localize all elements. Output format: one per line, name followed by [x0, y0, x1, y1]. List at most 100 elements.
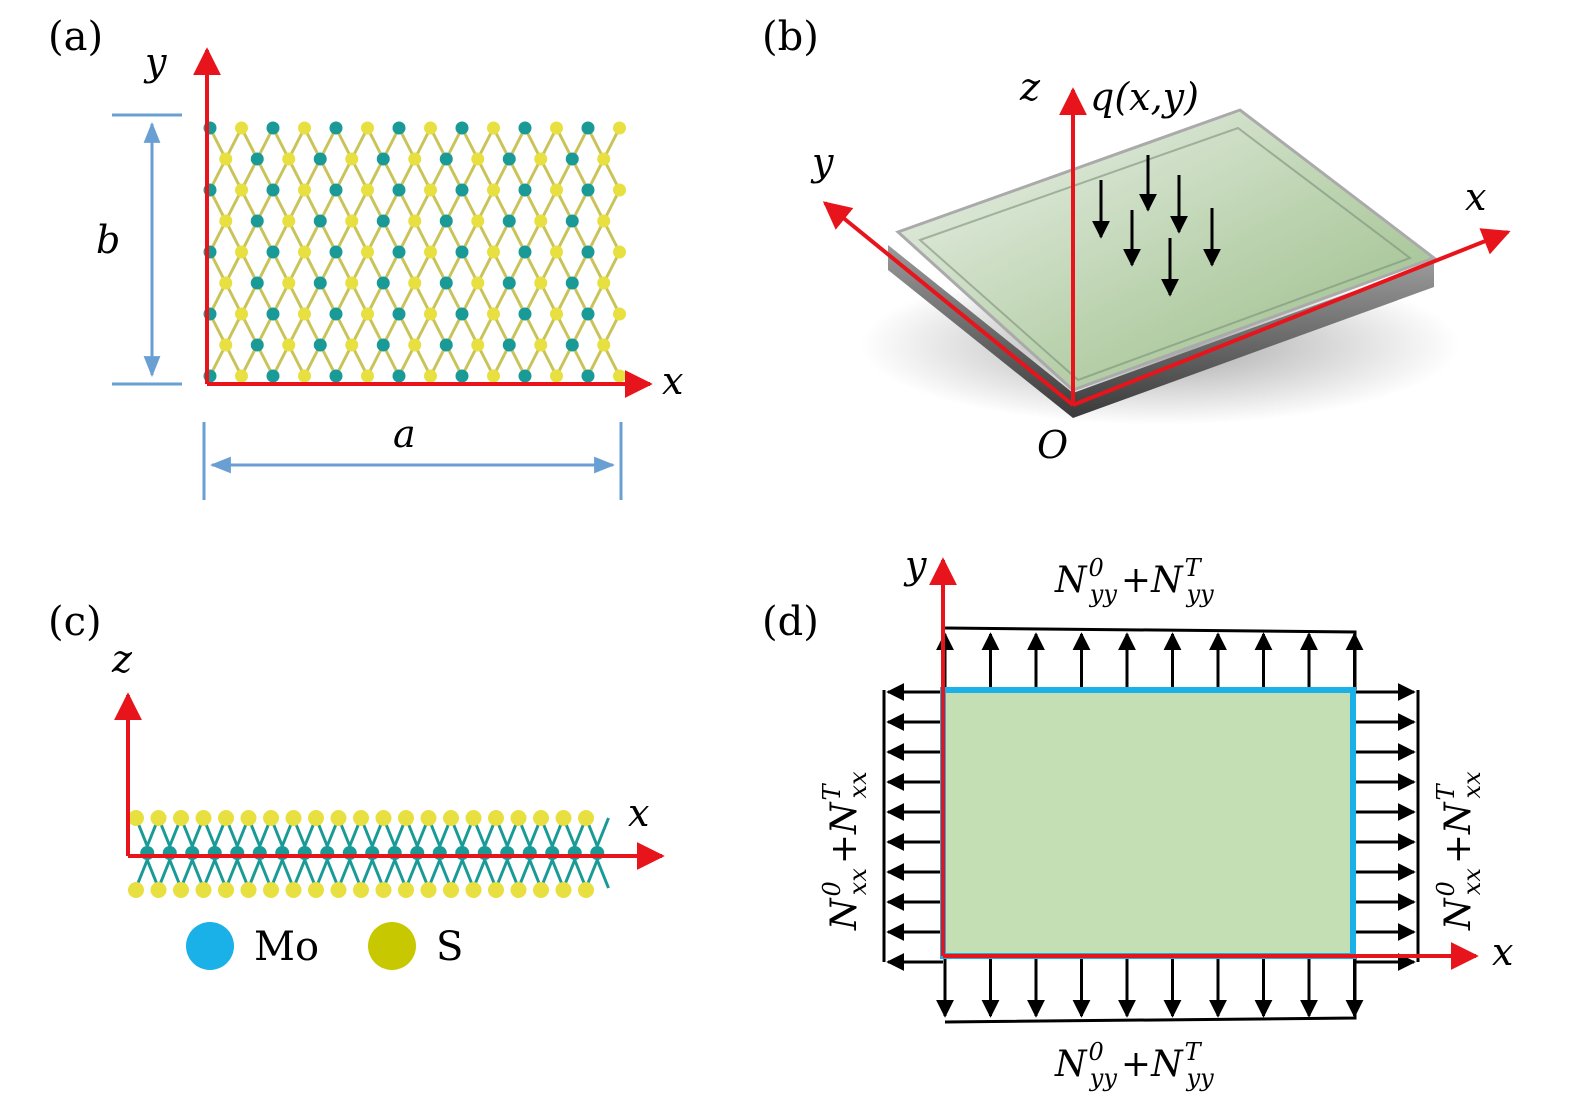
mo-atom: [581, 245, 595, 259]
force-left-label: N0xx+NTxx: [818, 771, 872, 931]
s-atom: [361, 121, 374, 135]
s-atom: [361, 369, 374, 383]
mo-atom: [518, 307, 532, 321]
mo-atom: [250, 152, 264, 166]
lattice-bond: [595, 817, 610, 847]
s-atom: [471, 276, 485, 290]
s-atom: [420, 810, 437, 826]
s-atom: [263, 810, 279, 826]
mo-atom: [376, 214, 390, 228]
mo-atom: [329, 183, 343, 197]
s-atom: [613, 369, 626, 383]
mo-atom: [439, 152, 453, 166]
dim-b-label: b: [96, 218, 120, 262]
panel-a-label: (a): [48, 14, 103, 60]
mo-atom: [565, 338, 579, 352]
mo-atom: [502, 338, 516, 352]
mo-atom: [266, 369, 280, 383]
axis-x-a-label: x: [662, 359, 683, 403]
s-atom: [282, 214, 296, 228]
s-atom: [510, 810, 527, 826]
axis-y-a-label: y: [143, 40, 167, 84]
in-plane-force-arrows: [886, 632, 1416, 1018]
s-atom: [240, 882, 257, 898]
mo-atom: [581, 121, 595, 135]
mo-atom: [250, 214, 264, 228]
s-atom: [128, 810, 144, 826]
mo-atom: [392, 369, 406, 383]
s-atom: [534, 276, 548, 290]
s-atom: [597, 338, 611, 352]
panel-c: (c) z x Mo S: [48, 599, 665, 970]
s-atom: [298, 183, 311, 197]
s-atom: [345, 338, 359, 352]
s-atom: [298, 245, 311, 259]
mo-atom: [266, 307, 280, 321]
s-atom: [578, 882, 594, 898]
origin-label: O: [1037, 423, 1068, 467]
s-atom: [285, 882, 302, 898]
mo-atom: [250, 276, 264, 290]
s-atom: [345, 276, 359, 290]
mo-atom: [565, 214, 579, 228]
s-atom: [510, 882, 527, 898]
mo-atom: [581, 369, 595, 383]
s-atom: [219, 338, 233, 352]
mo-atom: [439, 276, 453, 290]
mo-atom: [392, 121, 406, 135]
mo-atom: [392, 183, 406, 197]
s-atom: [443, 882, 459, 898]
force-right-label: N0xx+NTxx: [1432, 771, 1486, 931]
mo-atom: [518, 121, 532, 135]
s-atom: [282, 338, 296, 352]
s-atom: [597, 276, 611, 290]
s-atom: [353, 882, 369, 898]
s-atom: [285, 810, 302, 826]
mo-atom: [439, 338, 453, 352]
s-atom: [487, 121, 500, 135]
mo-atom: [455, 369, 469, 383]
mo-atom: [455, 307, 469, 321]
s-atom: [534, 152, 548, 166]
s-atom: [488, 810, 504, 826]
mo-atom: [565, 152, 579, 166]
mos2-lattice-top-view: [203, 121, 626, 383]
s-atom: [471, 152, 485, 166]
panel-a: (a) y x b a: [48, 14, 683, 500]
axis-y-b: [822, 201, 1075, 407]
mo-atom: [313, 276, 327, 290]
mo-atom: [455, 121, 469, 135]
s-atom: [488, 882, 504, 898]
s-atom: [150, 882, 167, 898]
axis-x-c-label: x: [628, 791, 649, 835]
mo-atom: [518, 245, 532, 259]
s-atom: [487, 307, 500, 321]
s-atom: [465, 810, 482, 826]
axis-x-b: [1072, 228, 1511, 407]
panel-b: (b) y x z O q(x,y): [762, 14, 1511, 467]
mo-atom: [502, 276, 516, 290]
s-atom: [282, 152, 296, 166]
s-atom: [533, 882, 549, 898]
s-atom: [471, 338, 485, 352]
mo-atom: [376, 338, 390, 352]
s-atom: [298, 121, 311, 135]
s-atom: [550, 121, 563, 135]
s-atom: [471, 214, 485, 228]
s-atom: [408, 276, 422, 290]
mo-atom: [392, 307, 406, 321]
s-atom: [465, 882, 482, 898]
mo-atom: [266, 121, 280, 135]
s-atom: [597, 152, 611, 166]
s-atom: [361, 307, 374, 321]
s-atom: [173, 882, 189, 898]
mo-atom: [266, 245, 280, 259]
s-atom: [550, 245, 563, 259]
s-atom: [195, 810, 212, 826]
mo-atom: [518, 183, 532, 197]
panel-d-label: (d): [762, 599, 819, 645]
axis-y-d-label: y: [903, 543, 927, 587]
mo-atom: [502, 152, 516, 166]
axis-z-c-label: z: [111, 637, 133, 681]
